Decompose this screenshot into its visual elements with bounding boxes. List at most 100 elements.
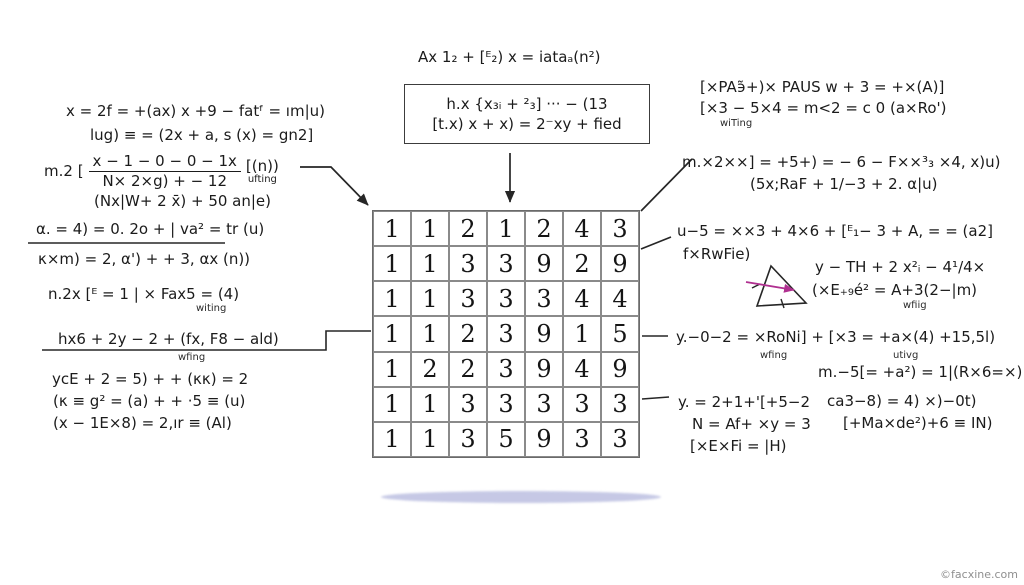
equation-left-2: lug) ≡ = (2x + a, s (x) = gn2] bbox=[90, 126, 314, 144]
grid-cell: 3 bbox=[487, 386, 525, 422]
boxed-equation: h.x {x₃ᵢ + ²₃] ··· − (13 [t.x) x + x) = … bbox=[404, 84, 650, 144]
equation-right-15: [+Ma×de²)+6 ≡ IN) bbox=[843, 414, 993, 432]
grid-cell: 3 bbox=[449, 246, 487, 282]
grid-shadow bbox=[381, 491, 661, 503]
fraction-suffix-label: ufting bbox=[247, 174, 277, 185]
grid-cell: 3 bbox=[525, 281, 563, 317]
watermark: ©facxine.com bbox=[940, 568, 1018, 581]
equation-right-9-label2: utivg bbox=[893, 350, 919, 361]
equation-right-6: f×RwFie) bbox=[683, 245, 751, 263]
equation-right-7: y − TH + 2 x²ᵢ − 4¹/4× bbox=[815, 258, 986, 276]
grid-cell: 3 bbox=[525, 386, 563, 422]
triangle-sketch bbox=[755, 264, 808, 307]
grid-cell: 9 bbox=[525, 246, 563, 282]
equation-right-4: (5x;RaF + 1/−3 + 2. α|u) bbox=[750, 175, 938, 193]
equation-left-6-label: witing bbox=[196, 303, 227, 314]
equation-right-1: [×PA϶̃+)× PAUS w + 3 = +×(A)] bbox=[700, 78, 945, 96]
grid-cell: 9 bbox=[525, 351, 563, 387]
grid-cell: 4 bbox=[601, 281, 639, 317]
equation-left-fraction: m.2 [ x − 1 − 0 − 0 − 1x N× 2×g) + − 12 … bbox=[44, 152, 279, 191]
grid-cell: 9 bbox=[601, 246, 639, 282]
grid-cell: 2 bbox=[411, 351, 449, 387]
grid-cell: 3 bbox=[449, 421, 487, 457]
grid-cell: 3 bbox=[487, 316, 525, 352]
equation-right-14: ca3−8) = 4) ×)−0t) bbox=[827, 392, 977, 410]
boxed-equation-line2: [t.x) x + x) = 2⁻xy + fied bbox=[432, 115, 622, 133]
grid-cell: 3 bbox=[449, 386, 487, 422]
equation-right-2-label: wiTing bbox=[720, 118, 753, 129]
grid-cell: 1 bbox=[411, 281, 449, 317]
grid-cell: 3 bbox=[563, 386, 601, 422]
equation-right-9-label1: wfing bbox=[760, 350, 788, 361]
grid-cell: 5 bbox=[487, 421, 525, 457]
grid-cell: 1 bbox=[563, 316, 601, 352]
grid-cell: 2 bbox=[449, 316, 487, 352]
equation-left-6: n.2x [ᴱ = 1 | × Fax5 = (4) bbox=[48, 285, 240, 303]
boxed-equation-line1: h.x {x₃ᵢ + ²₃] ··· − (13 bbox=[446, 95, 608, 113]
equation-top-header: Ax 1₂ + [ᴱ₂) x = iataₐ(n²) bbox=[418, 48, 601, 66]
grid-cell: 4 bbox=[563, 281, 601, 317]
grid-cell: 2 bbox=[449, 211, 487, 247]
equation-right-13: [×E×Fi = |H) bbox=[690, 437, 787, 455]
equation-right-8-label: wfiig bbox=[903, 300, 927, 311]
grid-cell: 3 bbox=[601, 211, 639, 247]
arrow-left-to-grid bbox=[300, 166, 369, 206]
grid-cell: 9 bbox=[525, 421, 563, 457]
grid-cell: 1 bbox=[487, 211, 525, 247]
grid-cell: 3 bbox=[487, 246, 525, 282]
equation-right-9: y.−0−2 = ×RoNi] + [×3 = +a×(4) +15,5l) bbox=[676, 328, 996, 346]
fraction-suffix-group: [(n)) ufting bbox=[245, 156, 279, 185]
equation-right-3: m.×2××] = +5+) = − 6 − F××³₃ ×4, x)u) bbox=[682, 153, 1001, 171]
equation-left-7: hx6 + 2y − 2 + (fx, F8 − ald) bbox=[58, 330, 279, 348]
grid-cell: 1 bbox=[411, 246, 449, 282]
equation-left-4: α. = 4) = 0. 2o + | va² = tr (u) bbox=[36, 220, 265, 238]
grid-cell: 3 bbox=[601, 421, 639, 457]
grid-cell: 1 bbox=[373, 421, 411, 457]
equation-left-9: (κ ≡ g² = (a) + + ·5 ≡ (u) bbox=[53, 392, 246, 410]
grid-cell: 3 bbox=[487, 281, 525, 317]
grid-cell: 1 bbox=[411, 211, 449, 247]
grid-cell: 1 bbox=[411, 421, 449, 457]
grid-cell: 1 bbox=[411, 316, 449, 352]
grid-cell: 1 bbox=[373, 246, 411, 282]
triangle-bottom-tick bbox=[780, 298, 785, 309]
fraction-suffix: [(n)) bbox=[245, 156, 279, 175]
fraction-prefix: m.2 [ bbox=[44, 162, 84, 181]
grid-cell: 2 bbox=[449, 351, 487, 387]
equation-left-8: ycE + 2 = 5) + + (κκ) = 2 bbox=[52, 370, 249, 388]
equation-right-8: (×E₊₉é² = A+3(2−|m) bbox=[812, 281, 978, 299]
grid-cell: 1 bbox=[373, 386, 411, 422]
equation-right-12: N = Af+ ×y = 3 bbox=[692, 415, 811, 433]
grid-cell: 3 bbox=[563, 421, 601, 457]
equation-left-3: (Nx|W+ 2 x̄) + 50 an|e) bbox=[94, 192, 272, 210]
grid-cell: 9 bbox=[601, 351, 639, 387]
grid-cell: 3 bbox=[601, 386, 639, 422]
grid-cell: 3 bbox=[487, 351, 525, 387]
fraction-numerator: x − 1 − 0 − 0 − 1x bbox=[88, 152, 241, 172]
grid-cell: 9 bbox=[525, 316, 563, 352]
equation-left-1: x = 2f = +(ax) x +9 − fatᶠ = ım|u) bbox=[66, 102, 325, 120]
grid-cell: 2 bbox=[525, 211, 563, 247]
grid-cell: 3 bbox=[449, 281, 487, 317]
grid-cell: 2 bbox=[563, 246, 601, 282]
triangle-cevian-magenta bbox=[745, 281, 795, 293]
equation-left-5: κ×m) = 2, α') + + 3, αx (n)) bbox=[38, 250, 251, 268]
equation-left-10: (x − 1E×8) = 2,ır ≡ (Al) bbox=[53, 414, 232, 432]
equation-right-5: u−5 = ××3 + 4×6 + [ᴱ₁− 3 + A, = = (a2] bbox=[677, 222, 993, 240]
grid-cell: 1 bbox=[411, 386, 449, 422]
grid-cell: 1 bbox=[373, 211, 411, 247]
equation-right-11: y. = 2+1+'[+5−2 bbox=[678, 393, 811, 411]
equation-right-2: [×3 − 5×4 = m<2 = c 0 (a×Ro') bbox=[700, 99, 947, 117]
grid-cell: 4 bbox=[563, 351, 601, 387]
grid-cell: 1 bbox=[373, 316, 411, 352]
line-grid-to-u5 bbox=[640, 236, 672, 250]
equation-right-10: m.−5[= +a²) = 1|(R×6=×) bbox=[818, 363, 1023, 381]
grid-cell: 5 bbox=[601, 316, 639, 352]
triangle-left-tick bbox=[751, 283, 761, 289]
fraction-denominator: N× 2×g) + − 12 bbox=[102, 171, 228, 190]
grid-cell: 1 bbox=[373, 351, 411, 387]
equation-left-7-label: wfing bbox=[178, 352, 206, 363]
grid-cell: 1 bbox=[373, 281, 411, 317]
